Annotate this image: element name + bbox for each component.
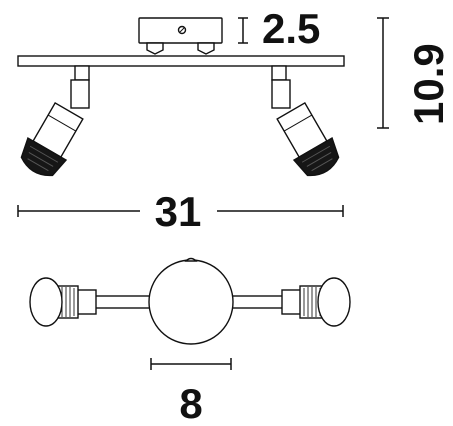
right-spot-top <box>281 277 351 327</box>
right-spot-joint <box>271 79 291 109</box>
right-spot-arm <box>271 65 287 81</box>
height-label: 10.9 <box>405 43 452 125</box>
round-base-screw <box>184 257 198 262</box>
base-connector-left <box>146 42 164 55</box>
right-lamp-face <box>317 277 351 327</box>
left-lamp-face <box>29 277 63 327</box>
side-view <box>17 17 345 177</box>
left-spot-arm <box>74 65 90 81</box>
base-connector-right <box>197 42 215 55</box>
round-base <box>148 259 234 345</box>
left-spot-joint <box>70 79 90 109</box>
base-diameter-dimension <box>150 358 232 370</box>
height-dimension <box>377 17 389 129</box>
base-depth-dimension <box>238 17 248 44</box>
left-spot-top <box>29 277 97 327</box>
base-depth-label: 2.5 <box>262 5 320 52</box>
top-view <box>29 257 351 345</box>
width-dimension <box>17 205 344 217</box>
base-diameter-label: 8 <box>179 380 202 426</box>
width-label: 31 <box>155 188 202 235</box>
mounting-bar <box>17 55 345 67</box>
